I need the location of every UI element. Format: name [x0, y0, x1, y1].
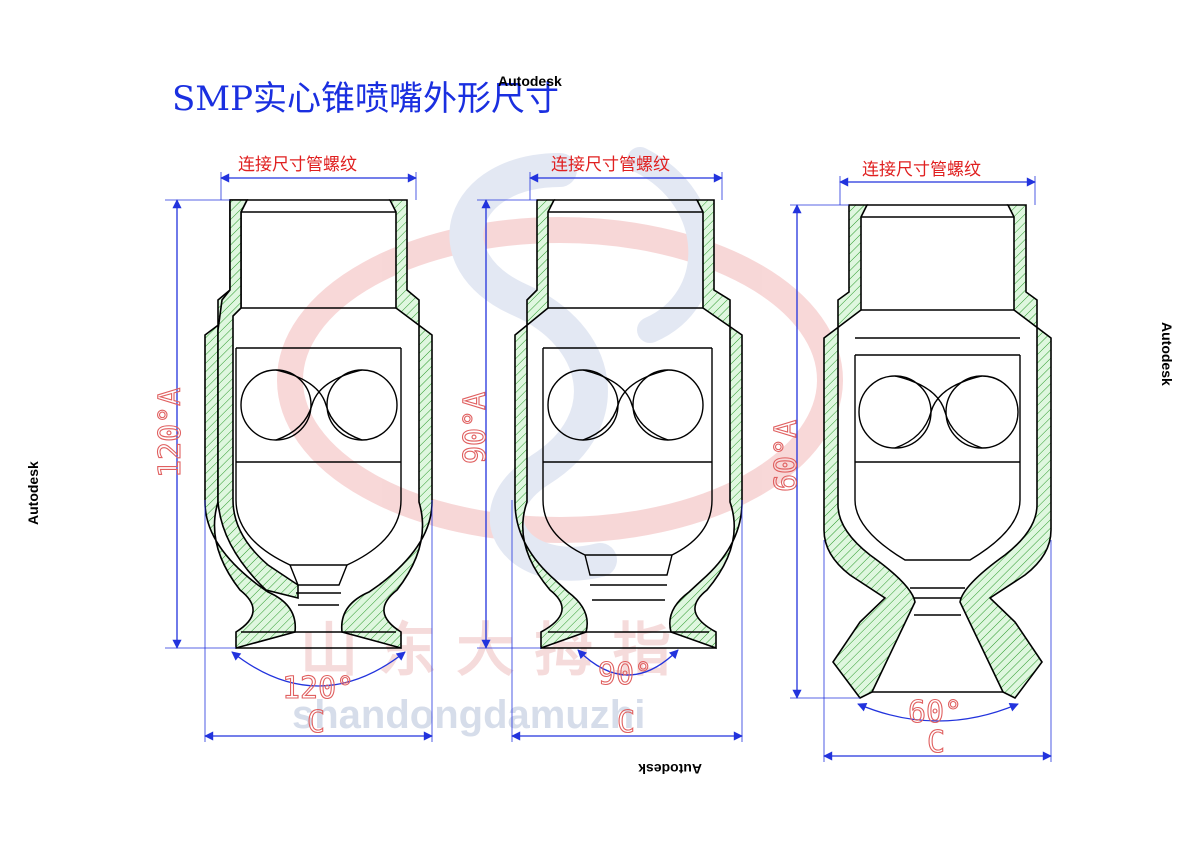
autodesk-label-bottom: Autodesk [638, 761, 702, 777]
watermark-logo [277, 147, 843, 581]
nozzle-60-height-label: 60°A [769, 420, 804, 492]
autodesk-label-top: Autodesk [498, 73, 562, 89]
nozzle-120 [204, 199, 433, 650]
nozzle-90-thread-label: 连接尺寸管螺纹 [551, 155, 670, 175]
nozzle-60-right-wall [959, 204, 1052, 700]
nozzle-60-left-wall [823, 204, 916, 700]
autodesk-label-left: Autodesk [25, 461, 41, 525]
nozzle-90-angle-label: 90° [598, 657, 652, 692]
nozzle-90-height-label: 90°A [458, 392, 493, 464]
autodesk-label-right: Autodesk [1159, 322, 1175, 386]
nozzle-90-dimensions: 连接尺寸管螺纹 90°A 90° C [457, 155, 743, 742]
nozzle-60-width-label: C [927, 725, 945, 760]
nozzle-120-angle-label: 120° [282, 671, 354, 706]
nozzle-120-dimensions: 连接尺寸管螺纹 120°A 120° C [152, 155, 433, 742]
nozzle-60 [823, 204, 1052, 700]
nozzle-120-width-label: C [307, 705, 325, 740]
nozzle-60-angle-label: 60° [908, 695, 962, 730]
nozzle-120-left-wall-inner [217, 199, 299, 600]
nozzle-60-thread-label: 连接尺寸管螺纹 [862, 160, 981, 180]
page-title: SMP实心锥喷嘴外形尺寸 [172, 79, 559, 119]
nozzle-90-left-wall [514, 199, 588, 650]
nozzle-120-thread-label: 连接尺寸管螺纹 [238, 155, 357, 175]
nozzle-90 [514, 199, 743, 650]
nozzle-60-dimensions: 连接尺寸管螺纹 60°A 60° C [768, 160, 1052, 762]
nozzle-120-height-label: 120°A [153, 388, 188, 478]
nozzle-90-width-label: C [617, 705, 635, 740]
nozzle-90-right-wall [669, 199, 743, 650]
watermark-pinyin: shandongdamuzhi [292, 693, 645, 737]
